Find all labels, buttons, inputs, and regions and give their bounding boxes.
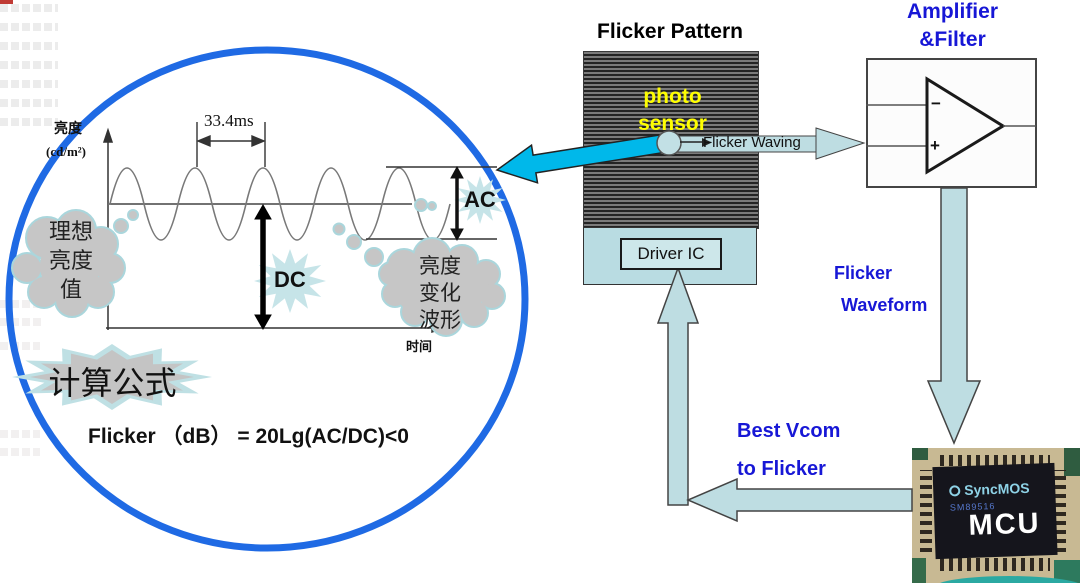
wave-cloud (332, 198, 506, 337)
opamp-plus-label: + (930, 136, 940, 155)
x-axis-label: 时间 (406, 339, 433, 354)
flicker-pattern-title: Flicker Pattern (597, 20, 743, 43)
flicker-waveform-label-line2: Waveform (841, 295, 928, 315)
formula-title: 计算公式 (48, 365, 177, 401)
ideal-cloud-text: 理想 亮度 值 (37, 217, 105, 304)
photo-sensor-dot (656, 130, 712, 156)
ideal-cloud-line: 值 (59, 277, 82, 302)
formula-title-burst (12, 344, 212, 410)
amplifier-title-line2: &Filter (919, 28, 986, 51)
ideal-cloud-line: 理想 (48, 219, 93, 244)
cyan-feedback-arrow (495, 134, 663, 184)
dc-burst (254, 249, 326, 313)
pcb-corner (912, 558, 926, 583)
wave-cloud-line: 波形 (419, 309, 461, 332)
down-arrow-amp-to-mcu (926, 187, 982, 445)
chip-pins-bottom (940, 558, 1050, 571)
wave-cloud-line: 亮度 (419, 255, 461, 278)
wave-cloud-text: 亮度 变化 波形 (401, 253, 479, 334)
opamp-minus-label: − (931, 94, 941, 113)
y-axis-unit: (cd/m²) (46, 144, 86, 159)
amplifier-title-line1: Amplifier (906, 0, 998, 23)
up-arrow-to-driver-ic (656, 265, 700, 506)
blue-circle (5, 46, 529, 552)
dc-arrow (254, 203, 272, 331)
dc-label: DC (274, 267, 306, 292)
pcb-corner (912, 448, 928, 460)
period-measure (196, 122, 266, 167)
driver-ic-label: Driver IC (637, 244, 705, 263)
best-vcom-label-line2: to Flicker (737, 458, 826, 480)
flicker-waving-label: Flicker Waving (703, 134, 801, 151)
flicker-formula: Flicker （dB） = 20Lg(AC/DC)<0 (88, 425, 409, 448)
pcb-corner (1054, 560, 1080, 583)
pcb-corner (1064, 448, 1080, 476)
ideal-cloud (11, 209, 139, 318)
ac-burst (454, 176, 506, 224)
opamp-symbol (866, 76, 1036, 175)
best-vcom-label-line1: Best Vcom (737, 420, 841, 442)
chip-pins-top (940, 455, 1050, 466)
mcu-photo: SyncMOS SM89516 MCU (912, 448, 1080, 583)
wave-cloud-line: 变化 (419, 282, 461, 305)
sine-wave (108, 167, 451, 241)
y-axis-label: 亮度 (54, 120, 82, 136)
period-label: 33.4ms (204, 111, 254, 130)
left-arrow-mcu-to-driver (686, 477, 913, 523)
photo-sensor-label-line2: sensor (638, 112, 707, 135)
ideal-cloud-line: 亮度 (48, 248, 93, 273)
teal-shape (935, 576, 1080, 583)
chip-pins-right (1054, 470, 1066, 552)
flicker-waveform-label-line1: Flicker (834, 263, 893, 283)
photo-sensor-label-line1: photo (643, 85, 702, 108)
chip-pins-left (920, 470, 932, 552)
ac-arrow (450, 165, 464, 242)
ac-label: AC (464, 187, 496, 212)
driver-ic-box: Driver IC (620, 238, 722, 270)
